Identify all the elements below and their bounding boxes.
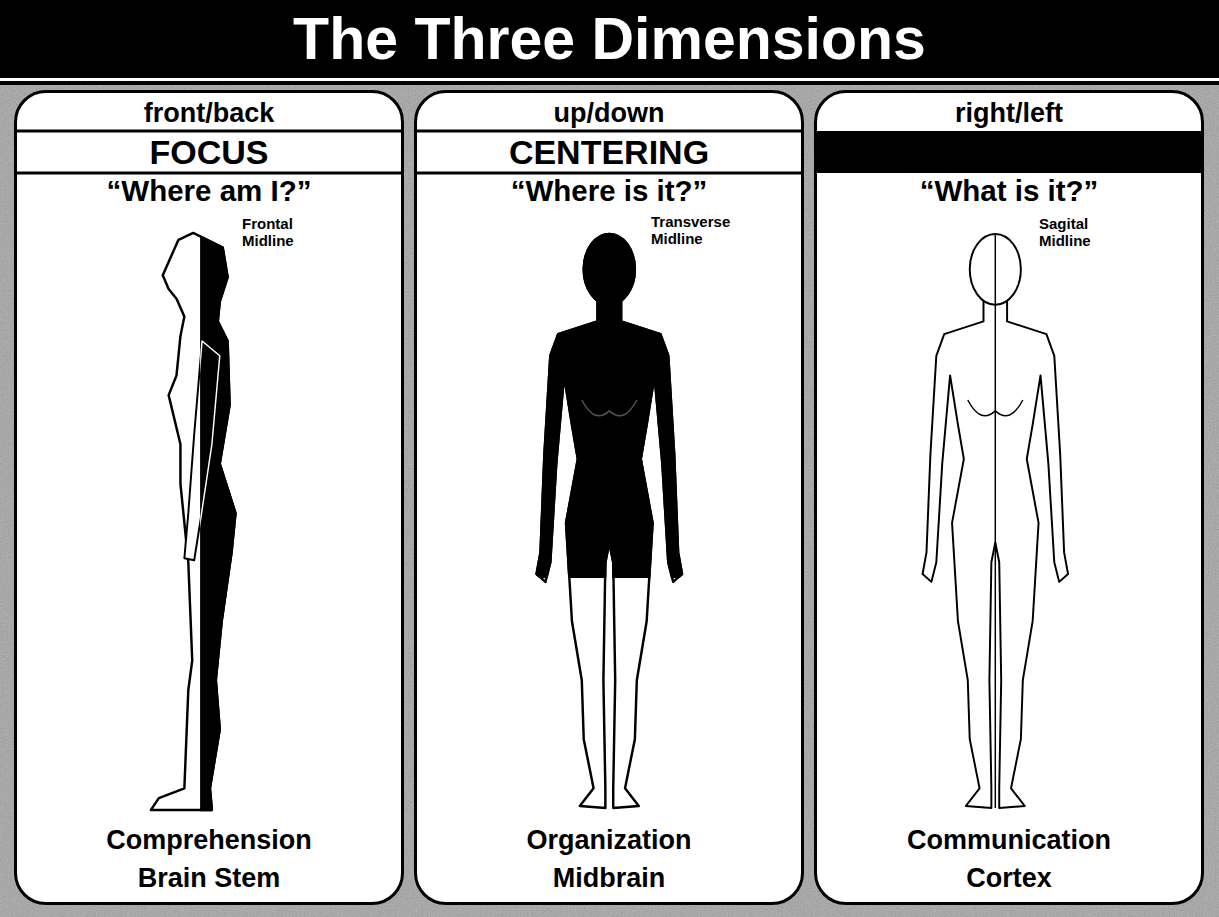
diagram-title: The Three Dimensions	[0, 2, 1219, 76]
midline-label: Sagital Midline	[1039, 215, 1091, 249]
dimension-panel: up/downCENTERING“Where is it?” Transverse…	[414, 90, 804, 905]
grain-texture	[0, 85, 1219, 917]
axis-header: right/left	[817, 97, 1201, 129]
sagittal-line	[995, 234, 996, 808]
dimension-panel: front/backFOCUS“Where am I?” Frontal Midl…	[14, 90, 404, 905]
dimension-band-label: FOCUS	[17, 131, 401, 173]
function-label: Comprehension	[17, 823, 401, 857]
axis-header: front/back	[17, 97, 401, 129]
axis-header: up/down	[417, 97, 801, 129]
front-figure	[537, 234, 682, 808]
question-text: “Where is it?”	[417, 173, 801, 209]
side-figure	[151, 233, 236, 810]
brain-region-label: Brain Stem	[17, 861, 401, 895]
panel-decoration	[17, 93, 401, 902]
panel-decoration	[817, 93, 1201, 902]
midline-label: Frontal Midline	[242, 215, 294, 249]
title-bar	[0, 0, 1219, 78]
band-rule	[417, 130, 801, 133]
grey-ground	[0, 85, 1219, 917]
black-band	[817, 131, 1201, 173]
brain-region-label: Midbrain	[417, 861, 801, 895]
function-label: Communication	[817, 823, 1201, 857]
question-text: “What is it?”	[817, 173, 1201, 209]
title-rule	[0, 81, 1219, 85]
title-gap	[0, 78, 1219, 81]
midline-label: Transverse Midline	[651, 213, 730, 247]
function-label: Organization	[417, 823, 801, 857]
band-rule	[17, 130, 401, 133]
dimension-panel: right/left “What is it?” Sagital MidlineCo…	[814, 90, 1204, 905]
brain-region-label: Cortex	[817, 861, 1201, 895]
front-figure	[923, 234, 1068, 808]
panel-decoration	[417, 93, 801, 902]
question-text: “Where am I?”	[17, 173, 401, 209]
dimension-band-label: CENTERING	[417, 131, 801, 173]
